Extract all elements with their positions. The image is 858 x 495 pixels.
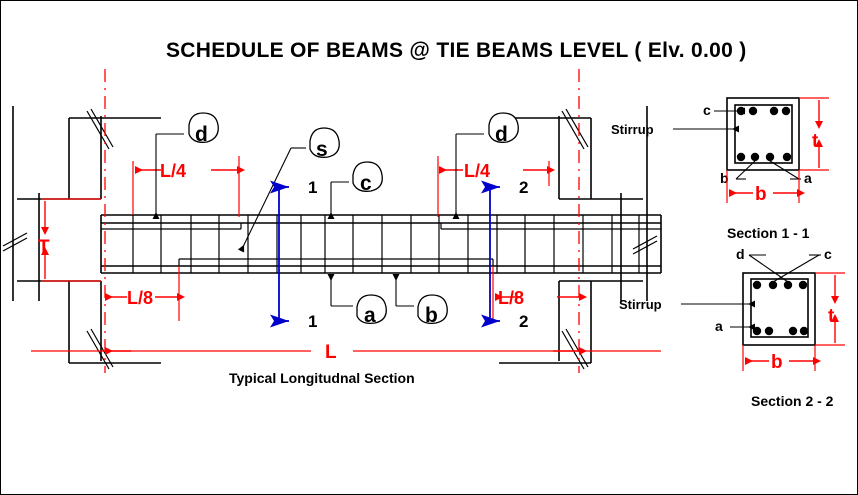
sec1-dimension-t: t	[799, 97, 829, 171]
dimension-L4-right: L/4	[437, 156, 555, 217]
sec1-bar-label-a: a	[804, 170, 812, 186]
sec2-concrete-outline	[742, 272, 816, 346]
sec2-dimension-b: b	[742, 345, 821, 373]
balloon-label-s: s	[316, 138, 328, 161]
section-marker-1-bottom-label: 1	[308, 312, 317, 331]
dimension-L-overall: L	[31, 342, 661, 363]
sec1-leader-c: c	[703, 102, 745, 118]
page-title: SCHEDULE OF BEAMS @ TIE BEAMS LEVEL ( El…	[166, 39, 747, 62]
section-marker-1-top-label: 1	[308, 178, 317, 197]
section-marker-2[interactable]: 2 2	[481, 178, 528, 331]
sec1-dim-t-label: t	[812, 131, 819, 152]
dim-quarter-right-label: L/4	[464, 161, 490, 181]
callout-c: c	[327, 161, 383, 219]
balloon-label-b: b	[425, 304, 438, 327]
left-support	[2, 106, 161, 364]
beam-body	[100, 214, 662, 274]
sec2-dimension-t: t	[815, 272, 845, 346]
sec2-dim-b-label: b	[771, 352, 783, 373]
balloon-label-d-right: d	[495, 123, 508, 146]
dim-eighth-right-label: L/8	[498, 288, 524, 308]
column-centerlines	[104, 69, 580, 373]
section-marker-1[interactable]: 1 1	[270, 178, 317, 331]
sec2-leader-a: a	[715, 318, 755, 334]
dimension-L4-left: L/4	[132, 156, 245, 217]
sec2-bar-label-c: c	[824, 246, 832, 262]
sec2-leader-c: c	[772, 246, 832, 283]
dimension-L8-left: L/8	[105, 266, 185, 321]
sec2-top-bars	[752, 280, 808, 290]
sec1-leader-b: b	[720, 160, 756, 186]
sec2-bottom-bars	[752, 326, 809, 336]
sec2-stirrup-label: Stirrup	[619, 297, 662, 312]
balloon-label-c: c	[360, 172, 372, 195]
section-1-1-caption: Section 1 - 1	[727, 225, 810, 241]
sec1-bottom-bars	[736, 152, 792, 162]
callout-d-left: d	[152, 112, 219, 219]
section-2-2-detail: d c Stirrup a	[619, 246, 845, 409]
sec1-dimension-b: b	[726, 170, 805, 205]
dim-eighth-left-label: L/8	[127, 288, 153, 308]
sec1-dim-b-label: b	[755, 184, 767, 205]
callout-b: b	[392, 274, 448, 327]
section-2-2-caption: Section 2 - 2	[751, 393, 834, 409]
sec1-stirrup-outline	[734, 104, 793, 164]
dim-span-label: L	[325, 342, 337, 363]
balloon-label-d-left: d	[195, 123, 208, 146]
callout-d-right: d	[452, 112, 519, 219]
dim-depth-label: T	[38, 237, 50, 258]
section-1-1-detail: c Stirrup b a	[611, 97, 829, 241]
callout-a: a	[327, 274, 387, 327]
sec2-leader-stirrup: Stirrup	[619, 297, 755, 312]
sec1-leader-stirrup: Stirrup	[611, 122, 739, 137]
break-symbols	[86, 108, 658, 370]
sec2-stirrup-outline	[750, 278, 809, 338]
sec1-leader-a: a	[769, 160, 812, 186]
section-marker-2-top-label: 2	[519, 178, 528, 197]
longitudinal-section: T L/4 L/4 L	[2, 69, 662, 386]
sec1-bar-label-c: c	[703, 102, 711, 118]
sec2-dim-t-label: t	[828, 306, 835, 327]
sec2-bar-label-d: d	[736, 246, 745, 262]
longitudinal-caption: Typical Longitudnal Section	[229, 370, 415, 386]
dimension-T: T	[38, 198, 101, 282]
sec1-concrete-outline	[726, 97, 800, 171]
section-marker-2-bottom-label: 2	[519, 312, 528, 331]
sec2-bar-label-a: a	[715, 318, 723, 334]
stirrup-ladder	[132, 215, 640, 273]
sec1-stirrup-label: Stirrup	[611, 122, 654, 137]
balloon-label-a: a	[364, 304, 376, 327]
longitudinal-rebars	[101, 223, 661, 266]
dim-quarter-left-label: L/4	[160, 161, 186, 181]
dimension-L8-right: L/8	[492, 266, 587, 321]
callout-s: s	[237, 127, 340, 253]
sec1-bar-label-b: b	[720, 170, 729, 186]
